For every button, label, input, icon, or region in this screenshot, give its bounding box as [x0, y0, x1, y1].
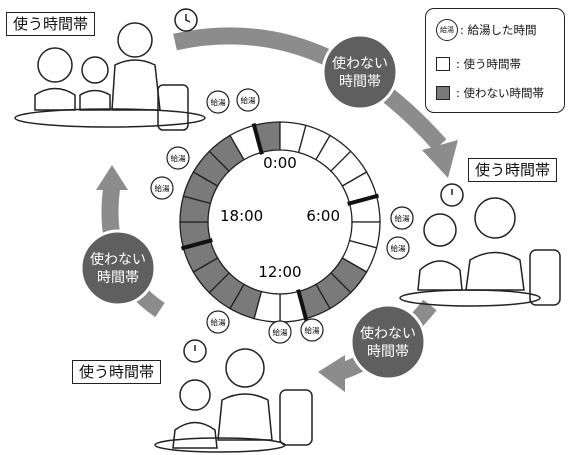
- kyuto-bubble-label: 給湯: [171, 153, 186, 163]
- scene-label-right: 使う時間帯: [468, 158, 558, 182]
- arrow-top-path: [173, 27, 447, 151]
- legend-kyuto-label: : 給湯した時間: [460, 23, 537, 37]
- kyuto-bubble-icon: [386, 236, 410, 260]
- quarter-marker: [347, 193, 380, 206]
- family-illustration-right: [399, 183, 561, 307]
- kyuto-bubble-icon: [300, 318, 324, 342]
- kyuto-bubble-label: 給湯: [211, 317, 226, 327]
- kyuto-bubble-icon: 給湯: [436, 19, 458, 41]
- arrow-left-line2: 時間帯: [97, 270, 139, 286]
- arrow-right-head: [318, 355, 345, 392]
- arrow-top-line2: 時間帯: [339, 74, 381, 90]
- quarter-marker: [251, 122, 264, 155]
- kyuto-bubble-label: 給湯: [395, 213, 410, 223]
- legend-row-use: : 使う時間帯: [436, 56, 521, 72]
- legend-row-unused: : 使わない時間帯: [436, 85, 544, 101]
- family-illustration-top: [14, 8, 206, 131]
- arrow-heads: [96, 140, 458, 392]
- kyuto-bubble-icon: [236, 88, 260, 112]
- quarter-marker: [296, 289, 309, 322]
- kyuto-bubble-icon: [268, 320, 292, 344]
- arrow-top-line1: 使わない: [332, 55, 388, 72]
- clock-label-0: 0:00: [263, 154, 297, 172]
- kyuto-bubble-label: 給湯: [211, 97, 226, 107]
- legend-row-kyuto: 給湯 : 給湯した時間: [436, 19, 537, 41]
- legend-use-label: : 使う時間帯: [456, 57, 522, 71]
- unused-swatch-icon: [436, 86, 450, 100]
- kyuto-bubble-icon: [206, 310, 230, 334]
- arrow-label-left: 使わない 時間帯: [79, 229, 157, 307]
- kyuto-bubble-label: 給湯: [155, 183, 170, 193]
- legend: 給湯 : 給湯した時間 : 使う時間帯 : 使わない時間帯: [425, 8, 565, 113]
- scene-label-bottom: 使う時間帯: [72, 360, 162, 384]
- legend-unused-label: : 使わない時間帯: [456, 86, 545, 100]
- arrow-left-line1: 使わない: [90, 251, 146, 268]
- arrow-top-head: [422, 140, 458, 178]
- family-illustration-bottom: [154, 339, 313, 453]
- kyuto-bubble-label: 給湯: [391, 243, 406, 253]
- arrow-label-right: 使わない 時間帯: [349, 303, 427, 381]
- kyuto-bubble-label: 給湯: [241, 95, 256, 105]
- kyuto-bubble-label: 給湯: [305, 325, 320, 335]
- kyuto-bubble-icon: [166, 146, 190, 170]
- kyuto-bubble-icon: [390, 206, 414, 230]
- kyuto-bubbles: 給湯給湯給湯給湯給湯給湯給湯給湯給湯給湯: [150, 88, 414, 344]
- time-ring: [179, 121, 381, 323]
- kyuto-bubble-label: 給湯: [273, 327, 288, 337]
- kyuto-bubble-icon: [206, 90, 230, 114]
- scene-label-top-left: 使う時間帯: [6, 12, 96, 36]
- use-swatch-icon: [436, 57, 450, 71]
- arrow-right-line2: 時間帯: [367, 344, 409, 360]
- quarter-marker: [180, 238, 213, 251]
- clock-label-6: 6:00: [306, 207, 340, 225]
- clock-label-12: 12:00: [258, 263, 301, 281]
- clock-label-18: 18:00: [220, 207, 263, 225]
- arrow-left-head: [96, 165, 128, 190]
- arrow-label-top: 使わない 時間帯: [321, 33, 399, 111]
- kyuto-bubble-icon: [150, 176, 174, 200]
- arrow-right-line1: 使わない: [360, 325, 416, 342]
